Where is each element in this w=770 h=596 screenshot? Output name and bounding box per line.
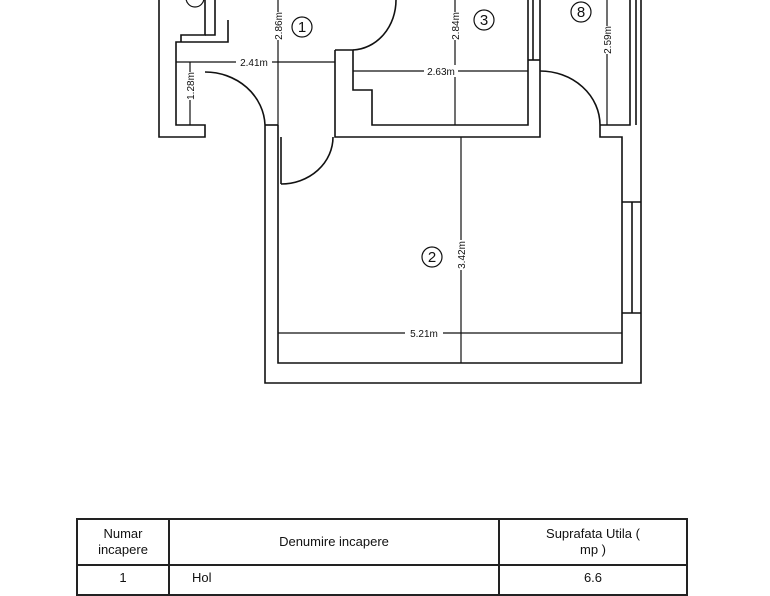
room-number-cell: 1 [76,564,170,596]
header-room-name: Denumire incapere [168,518,500,566]
dim-label: 1.28m [186,72,197,100]
room-number: 8 [577,4,585,21]
dim-label: 3.42m [457,241,468,269]
table-header-row: Numar incapere Denumire incapere Suprafa… [76,518,688,566]
dim-label: 2.59m [603,26,614,54]
area-cell: 6.6 [498,564,688,596]
room-number: 2 [428,249,436,266]
dim-label: 2.84m [451,12,462,40]
door-swing [352,0,397,51]
doors [204,0,601,185]
floor-plan: 2.41m 1.28m 2.86m 2.84m 2.63m 2.59m 3.42… [158,0,642,384]
dim-label: 2.86m [274,12,285,40]
dimension-lines [176,0,622,363]
walls [158,0,642,384]
room-number: 1 [298,19,306,36]
dim-label: 5.21m [410,329,438,340]
table-row: 1 Hol 6.6 [76,564,688,596]
dim-label: 2.63m [427,67,455,78]
room-number: 3 [480,12,488,29]
door-swing [204,71,266,126]
room-numbers: 1 2 3 8 [185,0,592,268]
room-name-cell: Hol [168,564,500,596]
dim-label: 2.41m [240,58,268,69]
door-swing [539,70,601,126]
header-area: Suprafata Utila ( mp ) [498,518,688,566]
dimension-labels: 2.41m 1.28m 2.86m 2.84m 2.63m 2.59m 3.42… [184,12,614,340]
header-room-number: Numar incapere [76,518,170,566]
door-swing [280,136,334,185]
room-area-table: Numar incapere Denumire incapere Suprafa… [76,518,688,596]
